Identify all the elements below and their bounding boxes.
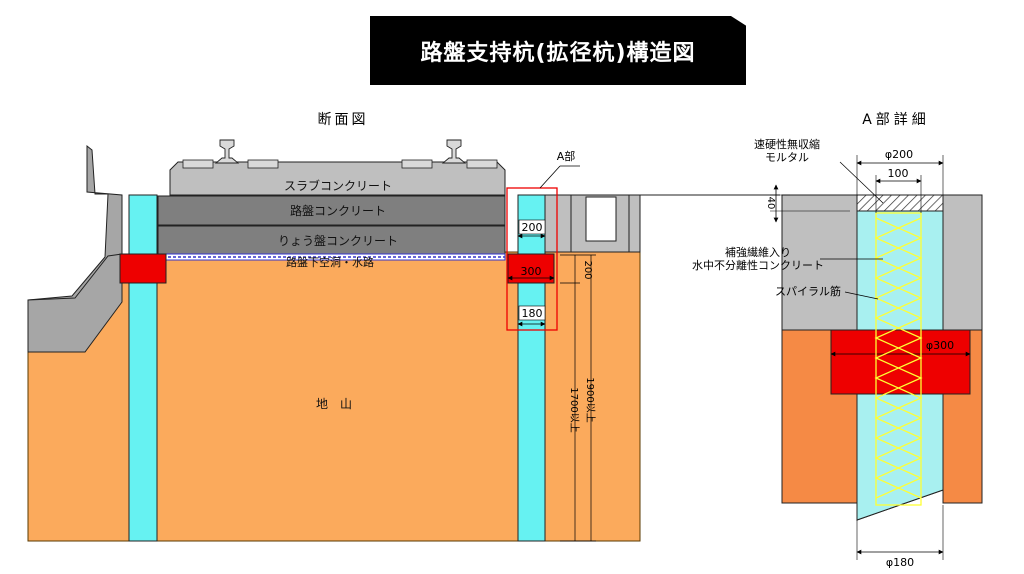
vertical-dimensions [560, 254, 596, 542]
mortar-label: 速硬性無収縮モルタル [754, 137, 884, 204]
svg-text:速硬性無収縮モルタル: 速硬性無収縮モルタル [754, 137, 820, 164]
detail-phi200-dim [856, 155, 944, 195]
spiral-rebar [874, 212, 923, 506]
detail-phi180-dim [856, 505, 944, 560]
section-heading: 断面図 [318, 112, 369, 128]
label-line: モルタル [765, 151, 809, 164]
rail-right [441, 139, 467, 164]
detail-100-dim [875, 175, 922, 213]
label-ground: 地 山 [316, 397, 352, 411]
dim-180 [517, 305, 546, 327]
label-line: 速硬性無収縮 [754, 137, 820, 151]
svg-text:補強繊維入り水中不分離性コンクリート: 補強繊維入り水中不分離性コンクリート [692, 246, 824, 272]
detail-enlarged-section [830, 329, 971, 395]
label-ryoban: りょう盤コンクリート [278, 234, 398, 248]
left-wall [27, 144, 123, 353]
detail-40-dim [770, 184, 850, 223]
label-line: 水中不分離性コンクリート [692, 258, 824, 272]
label-slab: スラブコンクリート [284, 178, 392, 193]
detail-phi180-text: φ180 [886, 556, 914, 569]
right-structure [540, 194, 780, 253]
dim-180-text: 180 [522, 307, 543, 320]
page-title: 路盤支持杭(拡径杭)構造図 [420, 40, 696, 66]
dim-200 [517, 219, 546, 239]
detail-phi200-text: φ200 [885, 148, 913, 161]
label-roadbed: 路盤コンクリート [290, 203, 386, 218]
callout-a-part [506, 165, 580, 331]
spiral-label: スパイラル筋 [775, 284, 879, 300]
label-void: 路盤下空洞・水路 [286, 255, 374, 269]
rail-left [214, 139, 240, 164]
dim-v1700-text: 1700以上 [568, 387, 580, 432]
dim-v1900-text: 1900以上 [584, 377, 596, 422]
detail-heading: A部詳細 [862, 112, 930, 128]
detail-phi300-text: φ300 [926, 339, 954, 352]
left-pile [119, 194, 167, 542]
spiral-label-text: スパイラル筋 [775, 284, 841, 298]
detail-100-text: 100 [888, 167, 909, 180]
dim-300-text: 300 [521, 265, 542, 278]
callout-label: A部 [557, 149, 576, 163]
fiber-concrete-label: 補強繊維入り水中不分離性コンクリート [692, 246, 883, 272]
slab-concrete [169, 159, 506, 196]
label-line: 補強繊維入り [725, 246, 791, 259]
roadbed-concrete [157, 195, 506, 226]
dim-200-text: 200 [522, 221, 543, 234]
title-banner: 路盤支持杭(拡径杭)構造図 [370, 16, 746, 85]
detail-40-text: 40 [765, 197, 776, 210]
dim-v200-text: 200 [582, 260, 593, 279]
